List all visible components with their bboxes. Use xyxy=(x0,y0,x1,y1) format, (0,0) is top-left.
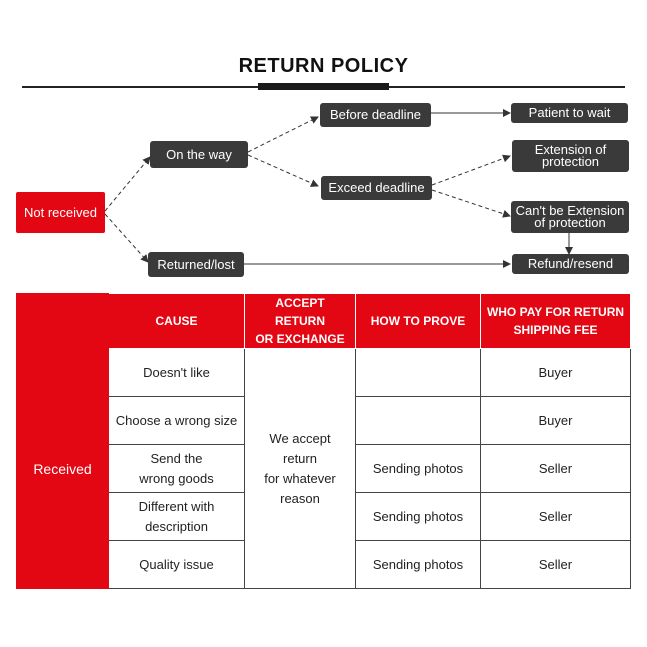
who-pays-cell: Seller xyxy=(480,444,631,493)
cause-cell: Choose a wrong size xyxy=(108,396,245,445)
arrow-exceed-cantextend xyxy=(431,189,511,218)
table-row: Send the wrong goods Sending photos Sell… xyxy=(17,444,631,493)
node-extension-of-protection: Extension of protection xyxy=(512,140,629,172)
node-exceed-deadline: Exceed deadline xyxy=(321,176,432,200)
arrow-notreceived-ontheway xyxy=(104,156,151,212)
prove-cell: Sending photos xyxy=(355,444,481,493)
table-row: Different with description Sending photo… xyxy=(17,492,631,541)
cause-cell: Different with description xyxy=(108,492,245,541)
title-underline-accent xyxy=(258,83,389,90)
return-policy-table: CAUSE ACCEPT RETURN OR EXCHANGE HOW TO P… xyxy=(16,293,631,589)
accept-cell: We accept return for whatever reason xyxy=(244,348,356,589)
header-corner xyxy=(16,293,109,349)
table-row: Received Doesn't like We accept return f… xyxy=(16,348,631,589)
prove-cell xyxy=(355,348,481,397)
arrow-ontheway-before xyxy=(247,116,319,153)
node-refund-resend: Refund/resend xyxy=(512,254,629,274)
who-pays-cell: Seller xyxy=(480,540,631,589)
who-pays-cell: Buyer xyxy=(480,396,631,445)
header-cause: CAUSE xyxy=(108,293,245,349)
received-label: Received xyxy=(16,348,109,589)
who-pays-cell: Seller xyxy=(480,492,631,541)
node-patient-to-wait: Patient to wait xyxy=(511,103,628,123)
table-row: Choose a wrong size Buyer xyxy=(17,396,631,445)
arrow-notreceived-returned xyxy=(104,213,149,263)
node-returned-lost: Returned/lost xyxy=(148,252,244,277)
who-pays-cell: Buyer xyxy=(480,348,631,397)
table-row: Quality issue Sending photos Seller xyxy=(17,540,631,589)
prove-cell: Sending photos xyxy=(355,540,481,589)
prove-cell: Sending photos xyxy=(355,492,481,541)
header-accept: ACCEPT RETURN OR EXCHANGE xyxy=(244,293,356,349)
header-who-pays: WHO PAY FOR RETURN SHIPPING FEE xyxy=(480,293,631,349)
page-title: RETURN POLICY xyxy=(238,55,409,77)
node-not-received: Not received xyxy=(16,192,105,233)
arrow-ontheway-exceed xyxy=(247,154,319,187)
node-before-deadline: Before deadline xyxy=(320,103,431,127)
cause-cell: Quality issue xyxy=(108,540,245,589)
table-header-row: CAUSE ACCEPT RETURN OR EXCHANGE HOW TO P… xyxy=(16,293,631,349)
flow-connectors xyxy=(104,109,573,268)
prove-cell xyxy=(355,396,481,445)
cause-cell: Doesn't like xyxy=(108,348,245,397)
node-cant-be-extension: Can't be Extension of protection xyxy=(511,201,629,233)
header-how-to-prove: HOW TO PROVE xyxy=(355,293,481,349)
cause-cell: Send the wrong goods xyxy=(108,444,245,493)
arrow-exceed-extension xyxy=(431,154,511,186)
node-on-the-way: On the way xyxy=(150,141,248,168)
